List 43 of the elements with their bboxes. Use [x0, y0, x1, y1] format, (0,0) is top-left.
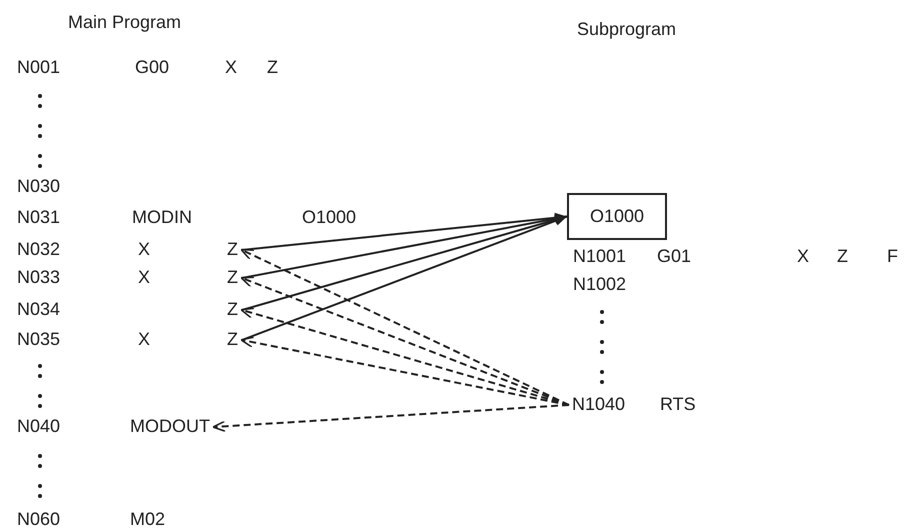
code-word: N1040: [572, 395, 626, 415]
code-word: X: [138, 330, 150, 350]
program-heading: Main Program: [68, 13, 182, 33]
arrow: [242, 215, 568, 311]
arrow: [212, 404, 570, 432]
code-word: N033: [17, 268, 60, 288]
code-word: M02: [130, 510, 166, 530]
code-word: Z: [837, 247, 848, 267]
arrow: [242, 214, 568, 279]
program-number-box: O1000: [567, 193, 667, 240]
program-heading: Subprogram: [577, 20, 676, 40]
code-word: N040: [17, 417, 60, 437]
arrow: [240, 336, 570, 406]
arrow: [240, 276, 570, 406]
arrow: [240, 307, 570, 406]
arrow: [242, 212, 568, 251]
code-word: G00: [135, 58, 170, 78]
code-word: N031: [17, 208, 60, 228]
code-word: N032: [17, 240, 60, 260]
code-word: N060: [17, 510, 60, 530]
code-word: N001: [17, 58, 60, 78]
code-word: Z: [227, 330, 238, 350]
code-word: X: [138, 268, 150, 288]
code-word: Z: [267, 58, 278, 78]
arrow: [240, 248, 570, 406]
code-word: Z: [227, 268, 238, 288]
code-word: F: [887, 247, 898, 267]
code-word: N1002: [573, 275, 626, 295]
code-word: N035: [17, 330, 60, 350]
code-word: N034: [17, 300, 60, 320]
arrow: [242, 216, 568, 341]
code-word: X: [797, 247, 810, 267]
code-word: X: [225, 58, 238, 78]
code-word: Z: [227, 240, 238, 260]
code-word: O1000: [302, 208, 356, 228]
code-word: Z: [227, 300, 238, 320]
code-word: N1001: [573, 247, 626, 267]
code-word: RTS: [660, 395, 696, 415]
code-word: N030: [17, 177, 60, 197]
code-word: X: [138, 240, 150, 260]
code-word: MODIN: [132, 208, 192, 228]
code-word: MODOUT: [130, 417, 210, 437]
code-word: G01: [657, 247, 692, 267]
